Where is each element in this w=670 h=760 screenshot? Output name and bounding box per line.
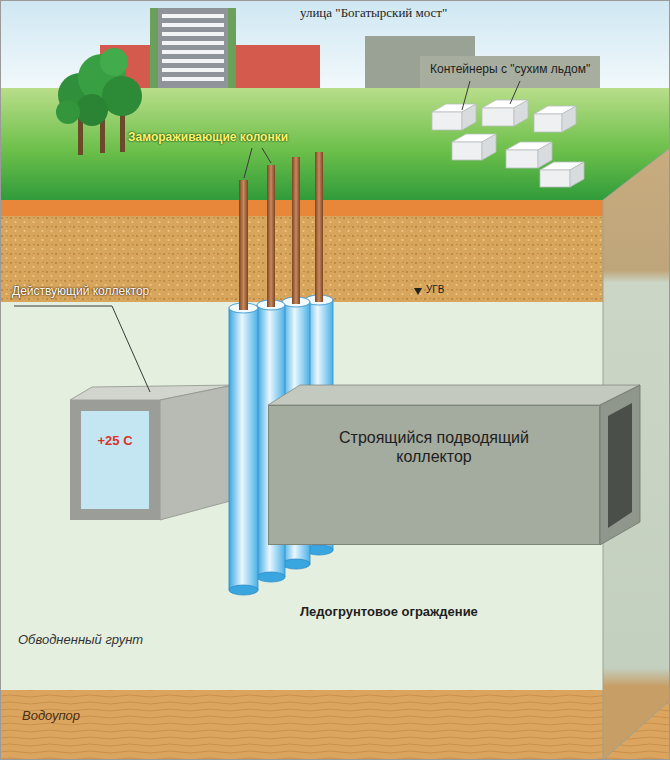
node-text: Водоупор: [22, 708, 80, 723]
groundwater-label: УГВ: [426, 284, 444, 295]
aquitard-band: Водоупор: [0, 690, 603, 760]
constructing-collector: Строящийся подводящий коллектор: [268, 405, 600, 545]
street-label: улица "Богатырский мост": [300, 5, 447, 21]
node-text: Строящийся подводящий коллектор: [324, 428, 544, 466]
ice-wall-label: Ледогрунтовое ограждение: [300, 604, 478, 619]
collector-callout: Действующий коллектор: [12, 284, 149, 298]
node-text: Обводненный грунт: [18, 632, 143, 647]
existing-collector: +25 С: [70, 400, 160, 520]
saturated-ground-band: Обводненный грунт +25 С Строящийся подводя…: [0, 302, 603, 690]
container-label: Контейнеры с "сухим льдом": [430, 62, 590, 76]
pipe-label: Замораживающие колонки: [128, 130, 288, 144]
node-text: +25 С: [97, 433, 132, 448]
